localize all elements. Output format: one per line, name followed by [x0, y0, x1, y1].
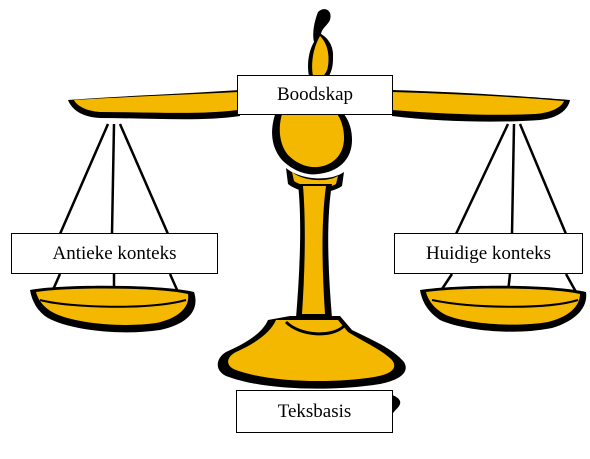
scale-pan-right	[420, 285, 587, 332]
scale-chains-left	[50, 123, 180, 293]
scale-pan-left	[30, 285, 196, 333]
scale-finial	[308, 9, 334, 76]
label-huidige-konteks: Huidige konteks	[394, 233, 583, 274]
scale-center-bulb	[272, 112, 352, 175]
label-teksbasis: Teksbasis	[236, 390, 393, 433]
label-boodskap: Boodskap	[237, 75, 393, 115]
scale-beam-right	[392, 90, 570, 122]
label-antieke-konteks: Antieke konteks	[11, 233, 218, 274]
scale-beam-left	[68, 90, 240, 120]
scale-column	[296, 184, 332, 318]
